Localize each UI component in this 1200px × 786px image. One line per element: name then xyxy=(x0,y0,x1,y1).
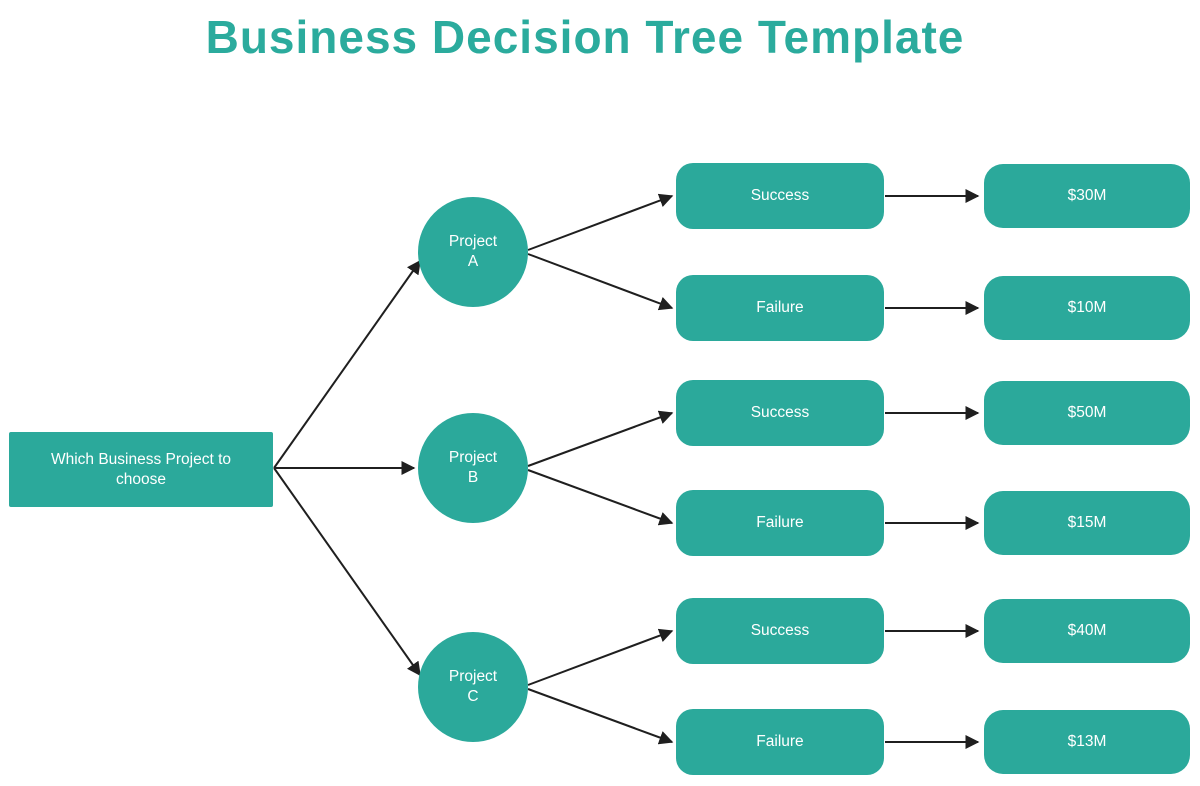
project-b-failure-payoff-node: $15M xyxy=(984,491,1190,555)
project-b-label-line2: B xyxy=(467,469,479,486)
edge-root-to-project-a xyxy=(273,259,421,469)
project-b-failure-label: Failure xyxy=(756,514,804,531)
project-c-label-line2: C xyxy=(467,688,479,705)
project-c-success-label: Success xyxy=(750,622,810,639)
project-b-failure-payoff-label: $15M xyxy=(1067,514,1107,531)
project-a-success-label: Success xyxy=(750,187,810,204)
project-a-failure-payoff-label: $10M xyxy=(1067,299,1107,316)
project-a-failure-node: Failure xyxy=(676,275,884,341)
project-c-node: Project C xyxy=(418,632,528,742)
project-c-failure-label: Failure xyxy=(756,733,804,750)
project-c-success-payoff-label: $40M xyxy=(1067,622,1107,639)
project-a-node: Project A xyxy=(418,197,528,307)
project-a-label-line1: Project xyxy=(448,233,498,250)
project-a-success-node: Success xyxy=(676,163,884,229)
project-b-label-line1: Project xyxy=(448,449,498,466)
page-title: Business Decision Tree Template xyxy=(205,11,965,63)
root-decision-node: Which Business Project to choose xyxy=(9,432,273,507)
project-b-success-node: Success xyxy=(676,380,884,446)
edge-project-b-to-failure xyxy=(527,469,674,526)
project-a-success-payoff-label: $30M xyxy=(1067,187,1107,204)
project-b-node: Project B xyxy=(418,413,528,523)
project-c-success-payoff-node: $40M xyxy=(984,599,1190,663)
edge-project-c-to-failure xyxy=(527,688,674,745)
project-b-success-payoff-label: $50M xyxy=(1067,404,1107,421)
project-c-failure-node: Failure xyxy=(676,709,884,775)
project-a-label-line2: A xyxy=(467,253,479,270)
edge-project-c-to-success xyxy=(527,628,674,686)
project-b-success-label: Success xyxy=(750,404,810,421)
project-c-failure-payoff-label: $13M xyxy=(1067,733,1107,750)
edge-project-a-to-success xyxy=(527,193,674,251)
project-a-failure-payoff-node: $10M xyxy=(984,276,1190,340)
project-a-success-payoff-node: $30M xyxy=(984,164,1190,228)
project-c-failure-payoff-node: $13M xyxy=(984,710,1190,774)
project-c-success-node: Success xyxy=(676,598,884,664)
edge-root-to-project-c xyxy=(273,467,421,677)
project-c-label-line1: Project xyxy=(448,668,498,685)
root-decision-label-line1: Which Business Project to xyxy=(50,450,232,468)
project-b-success-payoff-node: $50M xyxy=(984,381,1190,445)
edge-project-a-to-failure xyxy=(527,253,674,311)
edge-project-b-to-success xyxy=(527,410,674,467)
project-b-failure-node: Failure xyxy=(676,490,884,556)
root-decision-label-line2: choose xyxy=(116,470,166,488)
project-a-failure-label: Failure xyxy=(756,299,804,316)
